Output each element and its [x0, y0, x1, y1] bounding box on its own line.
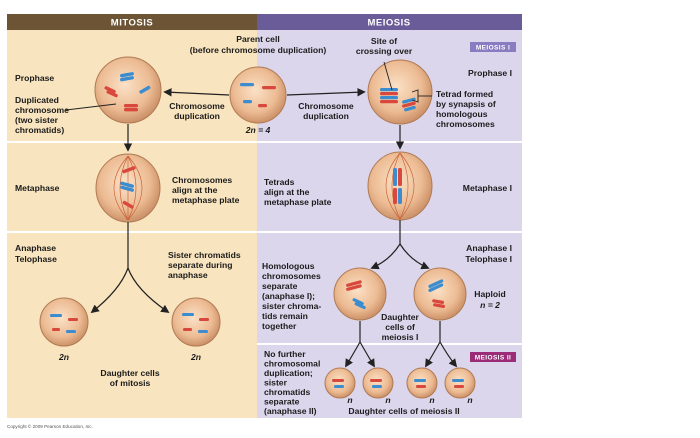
- meiosis-i-daughter-cell-left: [333, 267, 387, 321]
- mitosis-daughter-ploidy-left: 2n: [58, 352, 69, 362]
- no-further-l7: (anaphase II): [264, 406, 317, 416]
- telophase-i-label: Telophase I: [465, 254, 512, 264]
- duplicated-chromosome-l1: Duplicated: [15, 95, 59, 105]
- meiosis-prophase-i-cell: [367, 59, 433, 125]
- haploid-label: Haploid: [474, 289, 506, 299]
- site-crossing-over-l1: Site of: [371, 36, 397, 46]
- mitosis-metaphase-label: Metaphase: [15, 183, 60, 193]
- meiosis-duplication-l2: duplication: [303, 111, 349, 121]
- mitosis-duplication-l1: Chromosome: [169, 101, 225, 111]
- daughter-cells-i-l1: Daughter: [381, 312, 419, 322]
- mitosis-anaphase-label: Anaphase: [15, 243, 56, 253]
- anaphase-i-label: Anaphase I: [466, 243, 512, 253]
- daughter-cells-ii-label: Daughter cells of meiosis II: [348, 406, 459, 416]
- parent-cell: [229, 66, 287, 124]
- no-further-l2: chromosomal: [264, 359, 320, 369]
- tetrads-align-l2: align at the: [264, 187, 310, 197]
- meiosis-i-tag: MEIOSIS I: [476, 45, 510, 52]
- metaphase-note-l1: Chromosomes: [172, 175, 232, 185]
- tetrad-formed-l2: by synapsis of: [436, 99, 496, 109]
- mitosis-duplication-l2: duplication: [174, 111, 220, 121]
- site-crossing-over-l2: crossing over: [356, 46, 413, 56]
- meiosis-i-daughter-cell-right: [413, 267, 467, 321]
- mitosis-daughter-cell-left: [39, 297, 89, 347]
- duplicated-chromosome-l4: chromatids): [15, 125, 64, 135]
- mitosis-prophase-cell: [94, 56, 162, 124]
- row-dividers: [7, 141, 522, 345]
- no-further-l1: No further: [264, 349, 306, 359]
- mitosis-prophase-label: Prophase: [15, 73, 54, 83]
- homologous-note-l4: (anaphase I);: [262, 291, 315, 301]
- homologous-note-l3: separate: [262, 281, 298, 291]
- meiosis-metaphase-i-cell: [367, 151, 433, 221]
- daughter-cells-i-l2: cells of: [385, 322, 415, 332]
- meiosis-ii-daughter-cells: [324, 367, 476, 399]
- n-label-2: n: [385, 395, 390, 405]
- homologous-note-l5: sister chroma-: [262, 301, 321, 311]
- homologous-note-l7: together: [262, 321, 297, 331]
- no-further-l3: duplication;: [264, 368, 313, 378]
- meiosis-duplication-l1: Chromosome: [298, 101, 354, 111]
- anaphase-note-l1: Sister chromatids: [168, 250, 241, 260]
- homologous-note-l2: chromosomes: [262, 271, 321, 281]
- pointer-lines: [65, 61, 432, 111]
- meiosis-i-tag-bg: [470, 42, 516, 52]
- meiosis-ii-tag-bg: [470, 352, 516, 362]
- n-label-3: n: [429, 395, 434, 405]
- flow-arrows: [90, 88, 458, 368]
- anaphase-note-l3: anaphase: [168, 270, 208, 280]
- mitosis-header-bar: [7, 14, 257, 30]
- daughter-cells-i-l3: meiosis I: [382, 332, 419, 342]
- prophase-i-label: Prophase I: [468, 68, 512, 78]
- mitosis-metaphase-cell: [95, 153, 161, 223]
- tetrad-formed-l3: homologous: [436, 109, 488, 119]
- mitosis-daughter-cells-l1: Daughter cells: [100, 368, 159, 378]
- no-further-l4: sister: [264, 378, 288, 388]
- no-further-l6: separate: [264, 397, 300, 407]
- tetrad-formed-l4: chromosomes: [436, 119, 495, 129]
- n-label-1: n: [347, 395, 352, 405]
- metaphase-note-l3: metaphase plate: [172, 195, 240, 205]
- mitosis-telophase-label: Telophase: [15, 254, 57, 264]
- parent-cell-label: Parent cell: [236, 34, 279, 44]
- mitosis-daughter-cell-right: [171, 297, 221, 347]
- metaphase-note-l2: align at the: [172, 185, 218, 195]
- homologous-note-l1: Homologous: [262, 261, 315, 271]
- tetrads-align-l3: metaphase plate: [264, 197, 332, 207]
- mitosis-daughter-cells-l2: of mitosis: [110, 378, 151, 388]
- tetrad-formed-l1: Tetrad formed: [436, 89, 493, 99]
- tetrads-align-l1: Tetrads: [264, 177, 295, 187]
- no-further-l5: chromatids: [264, 387, 311, 397]
- meiosis-ii-tag: MEIOSIS II: [475, 355, 512, 362]
- parent-cell-sublabel: (before chromosome duplication): [190, 45, 327, 55]
- haploid-ploidy: n = 2: [480, 300, 500, 310]
- parent-ploidy: 2n = 4: [245, 125, 271, 135]
- metaphase-i-label: Metaphase I: [463, 183, 512, 193]
- meiosis-header: MEIOSIS: [367, 18, 410, 29]
- duplicated-chromosome-l3: (two sister: [15, 115, 59, 125]
- n-label-4: n: [467, 395, 472, 405]
- copyright: Copyright © 2009 Pearson Education, Inc.: [7, 423, 93, 429]
- meiosis-header-bar: [257, 14, 522, 30]
- mitosis-daughter-ploidy-right: 2n: [190, 352, 201, 362]
- homologous-note-l6: tids remain: [262, 311, 308, 321]
- anaphase-note-l2: separate during: [168, 260, 232, 270]
- mitosis-header: MITOSIS: [111, 18, 153, 29]
- duplicated-chromosome-l2: chromosome: [15, 105, 69, 115]
